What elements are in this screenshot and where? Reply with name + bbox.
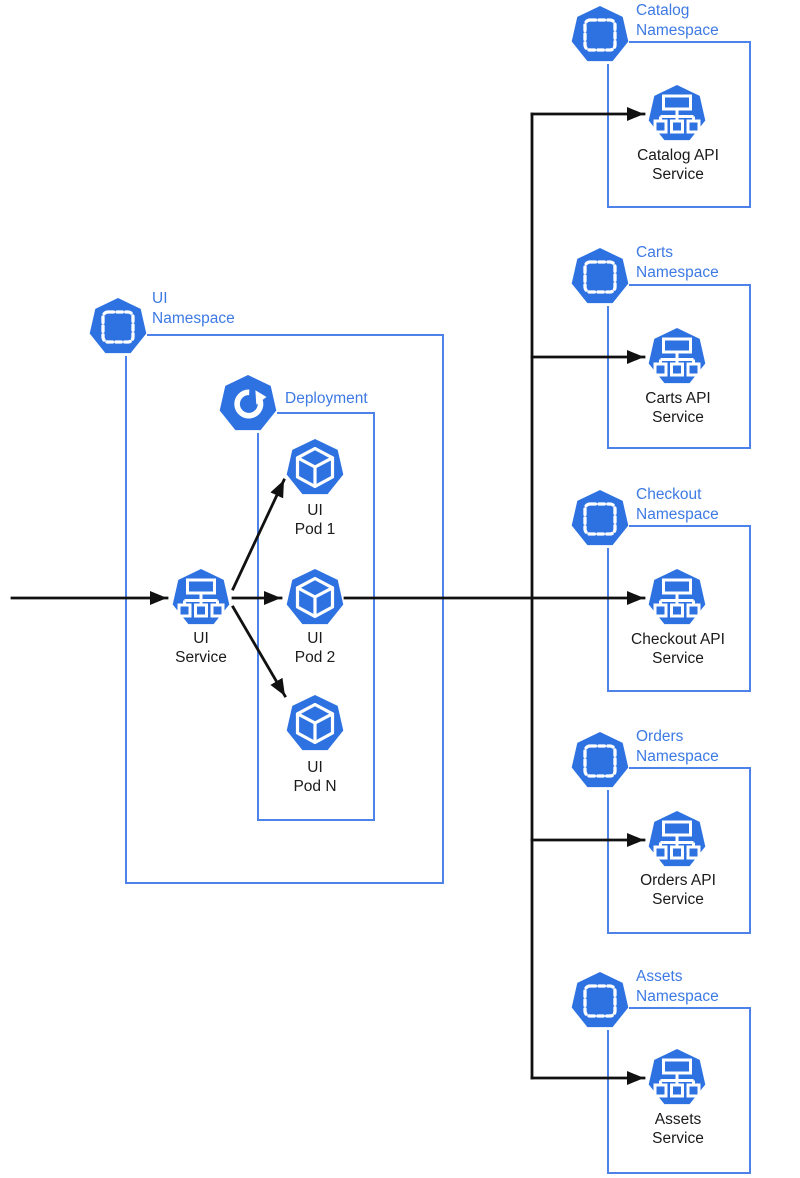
ui-pod-2-icon	[286, 569, 344, 626]
label-line: Pod N	[293, 778, 337, 795]
label-line: Namespace	[636, 747, 719, 765]
label-line: Service	[652, 650, 704, 667]
checkout-api-service-icon	[648, 569, 706, 626]
label-line: Namespace	[636, 263, 719, 281]
label-line: Catalog	[636, 2, 690, 19]
ui-pod-1-icon	[286, 439, 344, 496]
catalog-api-service-icon	[648, 85, 706, 142]
label-line: Catalog API	[637, 147, 719, 164]
label-line: Carts API	[645, 390, 711, 407]
ui-pod-1-label: UI Pod 1	[245, 501, 385, 539]
assets-service-icon	[648, 1049, 706, 1106]
label-line: Service	[652, 1130, 704, 1147]
arrow-ui-service-to-pod-1	[231, 478, 286, 591]
ui-namespace-box	[125, 334, 444, 884]
label-line: Orders	[636, 728, 684, 745]
ui-service-label: UI Service	[131, 629, 271, 667]
assets-namespace-label: Assets Namespace	[636, 967, 719, 1006]
arrow-ui-service-to-pod-n	[231, 605, 287, 698]
label-line: Service	[652, 891, 704, 908]
orders-api-service-label: Orders API Service	[608, 871, 748, 909]
label-line: UI	[307, 630, 323, 647]
label-line: Service	[652, 409, 704, 426]
carts-api-service-label: Carts API Service	[608, 389, 748, 427]
label-line: Checkout API	[631, 631, 725, 648]
carts-api-service-icon	[648, 328, 706, 385]
label-line: Assets	[636, 968, 683, 985]
label-line: Namespace	[636, 505, 719, 523]
label-line: Carts	[636, 244, 674, 261]
label-line: UI	[307, 759, 323, 776]
label-line: Namespace	[152, 309, 235, 327]
orders-api-service-icon	[648, 811, 706, 868]
deployment-box	[257, 412, 375, 821]
catalog-api-service-label: Catalog API Service	[608, 146, 748, 184]
label-line: Namespace	[636, 987, 719, 1005]
label-line: Pod 1	[294, 521, 336, 538]
label-line: UI	[193, 630, 209, 647]
label-line: Service	[652, 166, 704, 183]
catalog-namespace-label: Catalog Namespace	[636, 1, 719, 40]
carts-namespace-box	[607, 284, 751, 449]
ui-pod-2-label: UI Pod 2	[245, 629, 385, 667]
label-line: Assets	[654, 1111, 702, 1128]
ui-namespace-label: UI Namespace	[152, 289, 235, 328]
label-line: Deployment	[285, 390, 368, 407]
catalog-namespace-box	[607, 41, 751, 208]
checkout-namespace-box	[607, 525, 751, 692]
ui-pod-n-label: UI Pod N	[245, 758, 385, 796]
assets-namespace-box	[607, 1007, 751, 1174]
label-line: Namespace	[636, 21, 719, 39]
ui-pod-n-icon	[286, 695, 344, 752]
checkout-namespace-label: Checkout Namespace	[636, 485, 719, 524]
ui-service-icon	[172, 569, 230, 626]
orders-namespace-label: Orders Namespace	[636, 727, 719, 766]
assets-service-label: Assets Service	[608, 1110, 748, 1148]
label-line: UI	[307, 502, 323, 519]
deployment-label: Deployment	[285, 389, 368, 409]
label-line: UI	[152, 290, 168, 307]
checkout-api-service-label: Checkout API Service	[608, 630, 748, 668]
label-line: Pod 2	[294, 649, 336, 666]
label-line: Orders API	[640, 872, 716, 889]
carts-namespace-label: Carts Namespace	[636, 243, 719, 282]
label-line: Checkout	[636, 486, 702, 503]
label-line: Service	[175, 649, 227, 666]
orders-namespace-box	[607, 767, 751, 934]
